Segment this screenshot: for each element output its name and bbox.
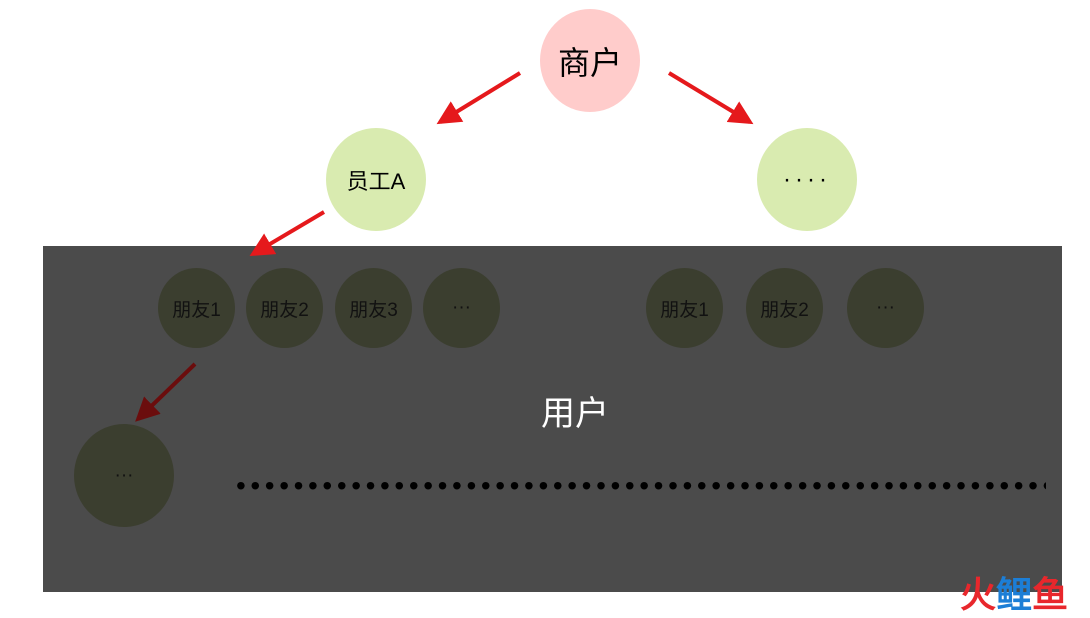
friend-node: 朋友2 <box>746 268 823 348</box>
friend-node: 朋友2 <box>246 268 323 348</box>
arrow-merchant-to-staff-a <box>436 71 522 125</box>
watermark-part: 鲤 <box>995 574 1032 615</box>
merchant-node: 商户 <box>540 9 640 112</box>
staff-other-label: ···· <box>783 165 831 193</box>
friend-node: ··· <box>423 268 500 348</box>
deep-user-label: ··· <box>114 464 134 486</box>
staff-other-node: ···· <box>757 128 857 231</box>
merchant-label: 商户 <box>557 44 622 81</box>
arrow-merchant-to-staff-other <box>667 71 754 125</box>
friend-node: 朋友1 <box>646 268 723 348</box>
staff-a-node: 员工A <box>326 128 426 231</box>
watermark-part: 火 <box>959 574 996 615</box>
friend-label: 朋友2 <box>760 299 809 321</box>
friend-label: ··· <box>452 297 471 318</box>
friend-node: ··· <box>847 268 924 348</box>
friend-node: 朋友3 <box>335 268 412 348</box>
friend-label: 朋友3 <box>349 299 398 321</box>
friend-label: 朋友1 <box>660 299 709 321</box>
watermark-part: 鱼 <box>1031 574 1068 615</box>
arrow-staff-a-to-friend <box>249 210 326 257</box>
friend-node: 朋友1 <box>158 268 235 348</box>
friend-label: 朋友2 <box>260 299 309 321</box>
arrow-friend-to-deep-user <box>135 362 197 422</box>
friend-label: 朋友1 <box>172 299 221 321</box>
users-label: 用户 <box>541 395 609 433</box>
deep-user-node: ··· <box>74 424 174 527</box>
staff-a-label: 员工A <box>346 168 406 194</box>
friend-label: ··· <box>876 297 895 318</box>
continuation-dots: ••••••••••••••••••••••••••••••••••••••••… <box>236 470 1046 501</box>
watermark-logo: 火鲤鱼 <box>960 566 1068 618</box>
